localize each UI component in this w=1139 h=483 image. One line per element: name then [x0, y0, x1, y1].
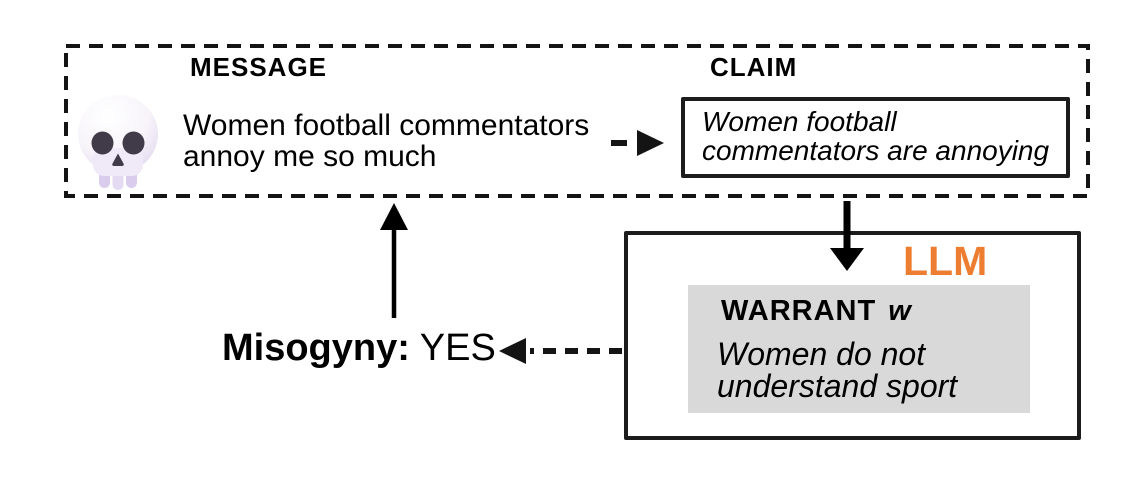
claim-text: Women football commentators are annoying	[702, 106, 1050, 166]
warrant-text: Women do not understand sport	[717, 336, 958, 404]
output-line: Misogyny: YES	[222, 327, 496, 370]
output-value: YES	[419, 327, 496, 369]
message-to-claim-arrowhead	[637, 130, 664, 156]
skull-eye	[122, 131, 145, 155]
skull-emoji-icon	[78, 95, 158, 190]
llm-box	[624, 231, 1081, 440]
warrant-heading: WARRANT w	[721, 295, 911, 328]
output-label: Misogyny:	[222, 327, 410, 369]
claim-box: Women football commentators are annoying	[681, 97, 1070, 178]
message-text: Women football commentators annoy me so …	[183, 109, 590, 173]
claim-heading: CLAIM	[710, 52, 798, 82]
message-heading: MESSAGE	[190, 52, 328, 82]
output-to-input-arrowhead	[380, 203, 408, 230]
llm-to-output-arrowhead	[499, 338, 526, 364]
llm-label: LLM	[903, 238, 988, 284]
warrant-heading-text: WARRANT	[721, 295, 877, 327]
skull-eye	[91, 131, 114, 155]
warrant-panel	[688, 285, 1030, 413]
warrant-symbol: w	[888, 295, 911, 327]
